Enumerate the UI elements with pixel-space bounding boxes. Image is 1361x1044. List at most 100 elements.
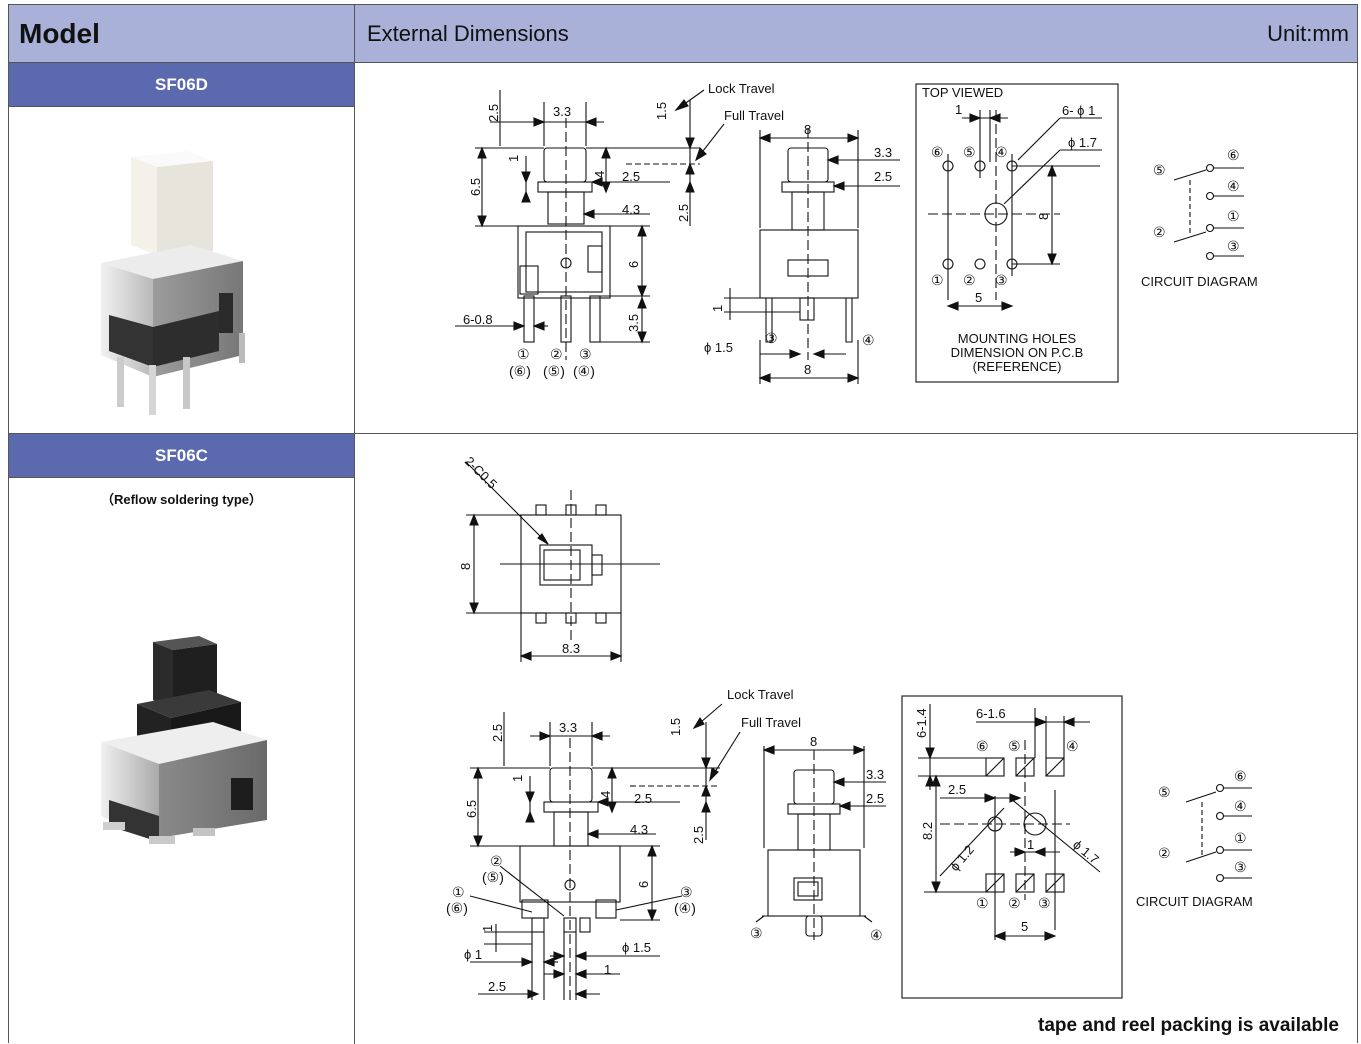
sf06d-top-view [915, 83, 1119, 383]
sf06c-top-dim-8: 8 [458, 563, 473, 570]
sf06c-pad-layout [901, 695, 1123, 999]
sf06d-top-caption-1: MOUNTING HOLES [958, 331, 1077, 346]
sf06d-top-holes: 6- ϕ 1 [1062, 103, 1095, 118]
sf06c-front-view [469, 703, 741, 1000]
sf06c-dim-6: 6 [636, 881, 651, 888]
sf06d-dim-3-5: 3.5 [626, 314, 641, 332]
sf06c-circuit-pin-4: ④ [1234, 798, 1247, 814]
sf06c-pad-pin-5: ⑤ [1008, 738, 1021, 754]
sf06c-top-view [465, 461, 660, 662]
header-model-label: Model [19, 17, 100, 49]
sf06d-side-dim-8b: 8 [804, 362, 811, 377]
sf06d-circuit-caption: CIRCUIT DIAGRAM [1141, 274, 1258, 289]
sf06d-circuit-pin-5: ⑤ [1153, 162, 1166, 178]
sf06c-circuit-pin-3: ③ [1234, 859, 1247, 875]
sf06d-top-dim-1: 1 [955, 102, 962, 117]
sf06c-side-pin-3: ③ [750, 925, 763, 941]
sf06d-dim-6-5: 6.5 [468, 178, 483, 196]
sf06d-circuit-pin-3: ③ [1227, 238, 1240, 254]
sf06c-circuit-pin-5: ⑤ [1158, 784, 1171, 800]
sf06d-side-dim-1: 1 [710, 305, 725, 312]
sf06d-top-viewed-title: TOP VIEWED [922, 85, 1003, 100]
model-bar-sf06c: SF06C [9, 434, 354, 478]
sf06c-pad-dim-8-2: 8.2 [920, 822, 935, 840]
sf06c-dim-3-3: 3.3 [559, 720, 577, 735]
sf06d-top-pin-5: ⑤ [963, 144, 976, 160]
sf06c-full-travel: Full Travel [741, 715, 801, 730]
sf06d-pin-4: (④) [573, 363, 595, 379]
sf06c-dim-2-5: 2.5 [490, 724, 505, 742]
sf06c-dim-4-3: 4.3 [630, 822, 648, 837]
sf06d-pin-3: ③ [579, 346, 592, 362]
sf06c-pad-pin-1: ① [976, 895, 989, 911]
header-unit-label: Unit:mm [1267, 20, 1349, 46]
sf06d-dim-6: 6 [626, 261, 641, 268]
sf06d-top-pin-4: ④ [995, 144, 1008, 160]
sf06c-pad-pin-4: ④ [1066, 738, 1079, 754]
sf06c-pin-2: ② [490, 853, 503, 869]
sf06c-pin-4: (④) [674, 900, 696, 916]
sf06c-side-pin-4: ④ [870, 927, 883, 943]
sf06c-top-dim-8-3: 8.3 [562, 641, 580, 656]
sf06c-pad-pin-6: ⑥ [976, 738, 989, 754]
sf06c-pad-dim-6-1-6: 6-1.6 [976, 706, 1006, 721]
sf06c-circuit-pin-6: ⑥ [1234, 768, 1247, 784]
switch-photo-white [101, 151, 245, 415]
sf06d-circuit-pin-6: ⑥ [1227, 147, 1240, 163]
datasheet-table: Model External Dimensions Unit:mm SF06D … [8, 4, 1358, 1044]
sf06c-pin-1: ① [452, 884, 465, 900]
column-divider [354, 63, 355, 1044]
sf06c-circuit-pin-2: ② [1158, 845, 1171, 861]
model-note-sf06c: （Reflow soldering type） [100, 492, 263, 507]
switch-photo-black [101, 636, 267, 844]
sf06d-dim-2-5c: 2.5 [676, 204, 691, 222]
sf06d-dim-6-0-8: 6-0.8 [463, 312, 493, 327]
header-external: External Dimensions Unit:mm [355, 5, 1357, 63]
sf06c-dim-2-5d: 2.5 [488, 979, 506, 994]
sf06d-top-phi: ϕ 1.7 [1068, 135, 1097, 150]
sf06c-dim-1: 1 [510, 775, 525, 782]
sf06d-side-phi-1-5: ϕ 1.5 [704, 340, 733, 355]
sf06d-dim-2-5: 2.5 [486, 104, 501, 122]
model-bar-sf06d: SF06D [9, 63, 354, 107]
sf06c-side-view [755, 745, 886, 940]
sf06c-pin-3: ③ [680, 884, 693, 900]
sf06d-side-dim-3-3: 3.3 [874, 145, 892, 160]
sf06d-dim-1: 1 [506, 155, 521, 162]
sf06c-pin-6: (⑥) [446, 900, 468, 916]
sf06c-pad-phi-1-7: ϕ 1.7 [1070, 837, 1102, 867]
sf06c-circuit-caption: CIRCUIT DIAGRAM [1136, 894, 1253, 909]
sf06c-pad-dim-1: 1 [1027, 837, 1034, 852]
sf06d-top-pin-1: ① [931, 272, 944, 288]
sf06d-circuit-pin-4: ④ [1227, 178, 1240, 194]
sf06d-side-dim-2-5: 2.5 [874, 169, 892, 184]
sf06c-side-dim-8: 8 [810, 734, 817, 749]
sf06d-top-dim-5: 5 [975, 290, 982, 305]
sf06c-side-dim-2-5: 2.5 [866, 791, 884, 806]
sf06d-side-dim-8: 8 [804, 122, 811, 137]
model-name-sf06c: SF06C [155, 445, 208, 465]
sf06d-top-dim-8: 8 [1036, 213, 1051, 220]
sf06c-circuit-pin-1: ① [1234, 830, 1247, 846]
model-name-sf06d: SF06D [155, 74, 208, 94]
sf06c-pin-5: (⑤) [482, 869, 504, 885]
sf06d-full-travel: Full Travel [724, 108, 784, 123]
sf06c-dim-1-5: 1.5 [668, 718, 683, 736]
sf06d-dim-1-5: 1.5 [654, 102, 669, 120]
sf06c-lock-travel: Lock Travel [727, 687, 794, 702]
sf06c-dim-4: 4 [598, 791, 613, 798]
sf06c-dim-1b: 1 [480, 925, 495, 932]
sf06c-dim-2-5b: 2.5 [634, 791, 652, 806]
sf06c-pad-pin-2: ② [1008, 895, 1021, 911]
footer-note: tape and reel packing is available [1038, 1015, 1339, 1036]
sf06c-dim-6-5: 6.5 [464, 800, 479, 818]
sf06c-circuit-diagram [1185, 783, 1252, 883]
header-model: Model [9, 5, 355, 63]
sf06d-lock-travel: Lock Travel [708, 81, 775, 96]
sf06c-phi-1: ϕ 1 [464, 947, 482, 962]
sf06d-dim-4: 4 [592, 171, 607, 178]
sf06d-pin-1: ① [517, 346, 530, 362]
sf06d-dim-2-5b: 2.5 [622, 169, 640, 184]
